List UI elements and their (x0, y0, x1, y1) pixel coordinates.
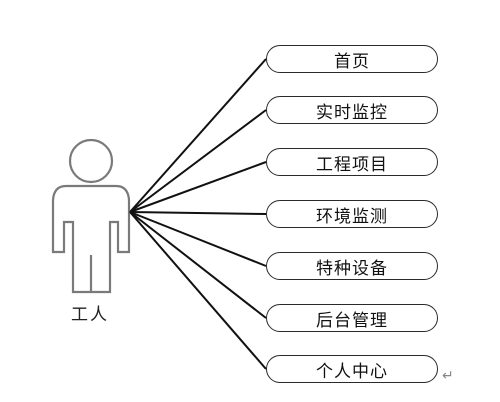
association-line (129, 58, 267, 213)
use-case-engineering-projects: 工程项目 (266, 148, 438, 176)
association-lines (129, 58, 267, 370)
use-case-label: 实时监控 (316, 102, 388, 123)
association-line (129, 109, 267, 213)
actor-label: 工人 (71, 305, 109, 325)
use-case-label: 个人中心 (316, 361, 388, 382)
association-line (129, 161, 267, 213)
use-case-environment-monitoring: 环境监测 (266, 200, 438, 228)
association-line (129, 211, 267, 319)
use-case-label: 环境监测 (316, 206, 388, 227)
use-case-label: 特种设备 (316, 258, 388, 279)
use-case-label: 后台管理 (316, 310, 388, 331)
use-case-home: 首页 (266, 45, 438, 73)
use-case-label: 首页 (334, 51, 370, 72)
use-case-special-equipment: 特种设备 (266, 252, 438, 280)
person-icon (51, 138, 131, 294)
association-line (129, 211, 267, 370)
use-case-personal-center: 个人中心 (266, 355, 438, 383)
association-line (129, 211, 267, 215)
paragraph-return-icon: ↵ (442, 368, 454, 384)
use-case-backend-management: 后台管理 (266, 304, 438, 332)
use-case-label: 工程项目 (316, 154, 388, 175)
association-line (129, 211, 267, 267)
use-case-realtime-monitoring: 实时监控 (266, 96, 438, 124)
